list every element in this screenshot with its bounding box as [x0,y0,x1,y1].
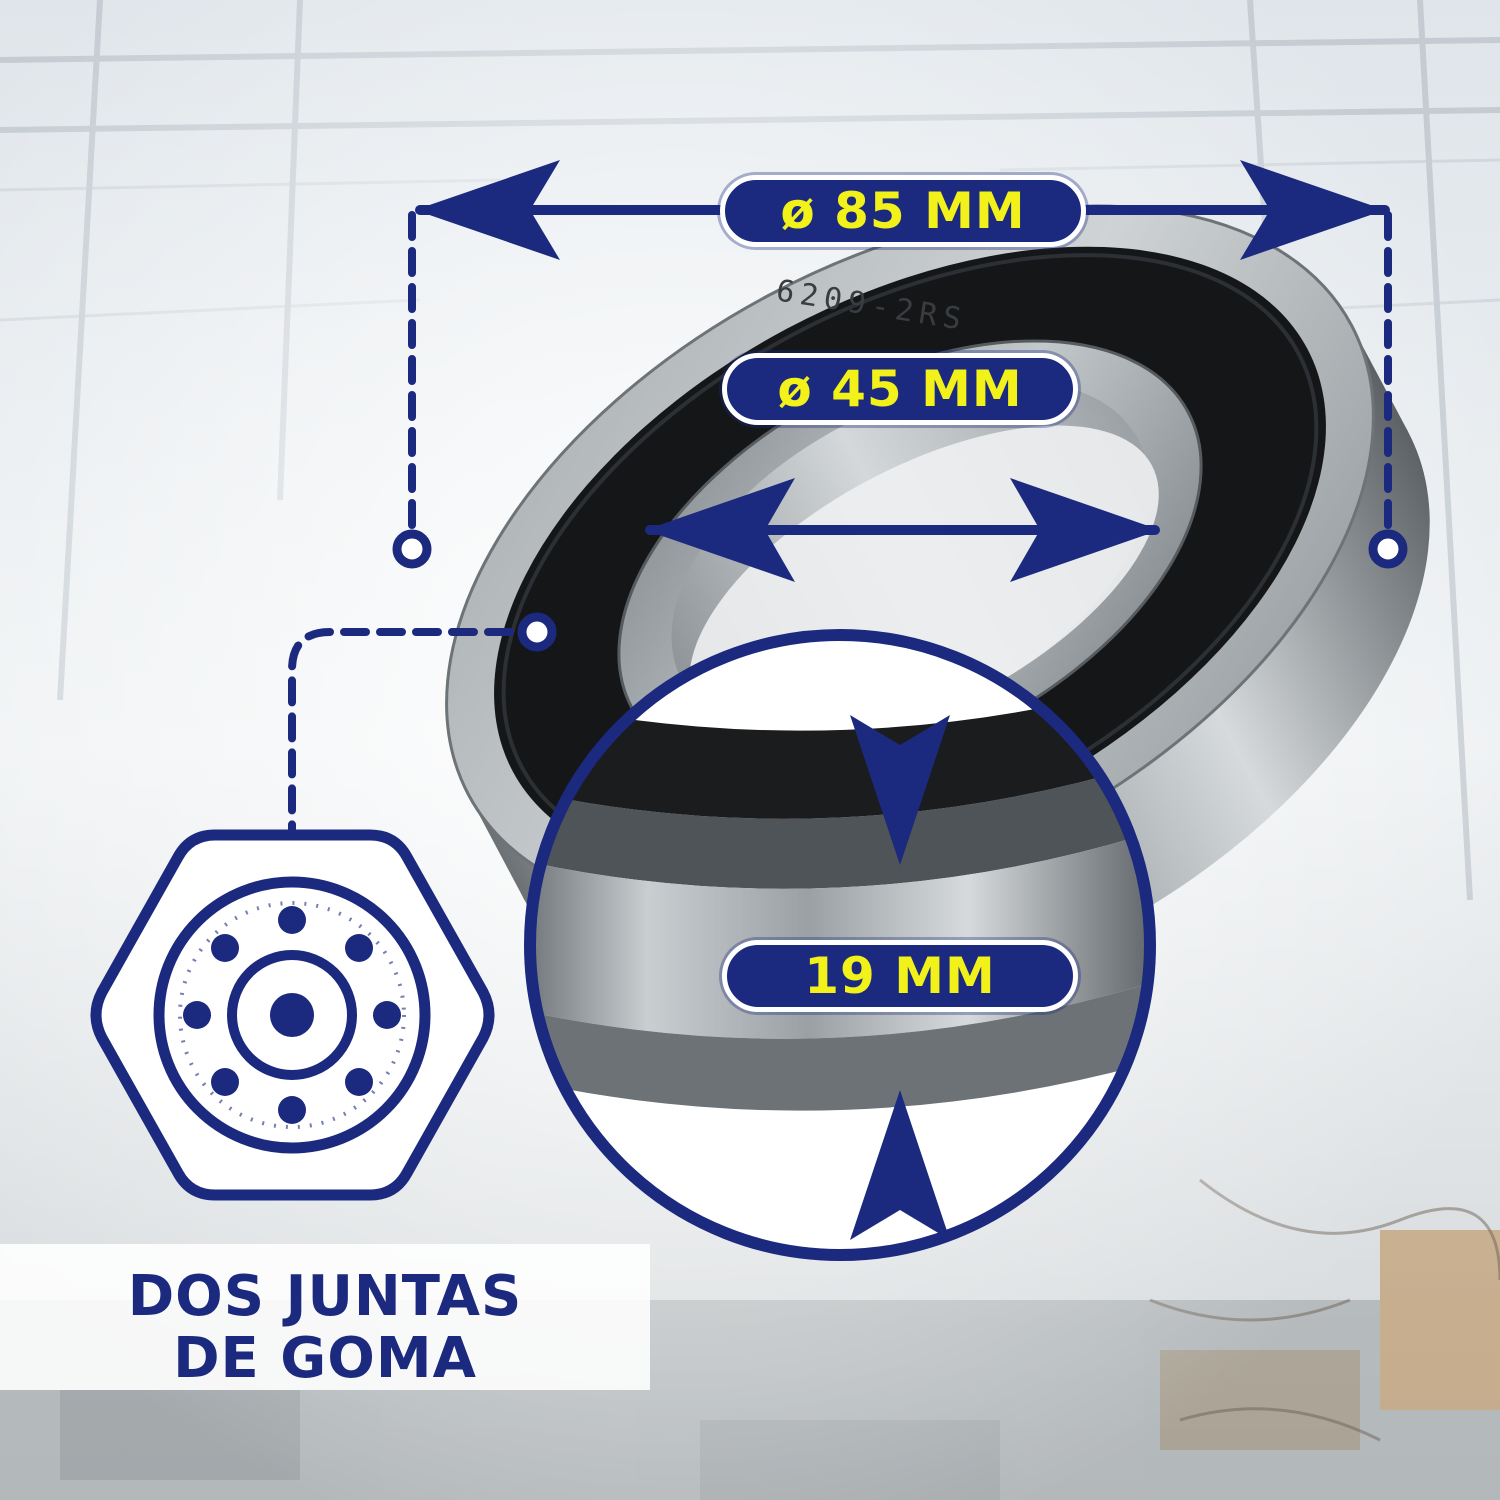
outer-diameter-label: ø 85 MM [720,175,1086,247]
feature-line-2: DE GOMA [173,1326,477,1391]
feature-caption: DOS JUNTAS DE GOMA [0,1244,650,1391]
width-label: 19 MM [722,940,1078,1012]
inner-diameter-label: ø 45 MM [722,353,1078,425]
feature-line-1: DOS JUNTAS [127,1264,523,1329]
